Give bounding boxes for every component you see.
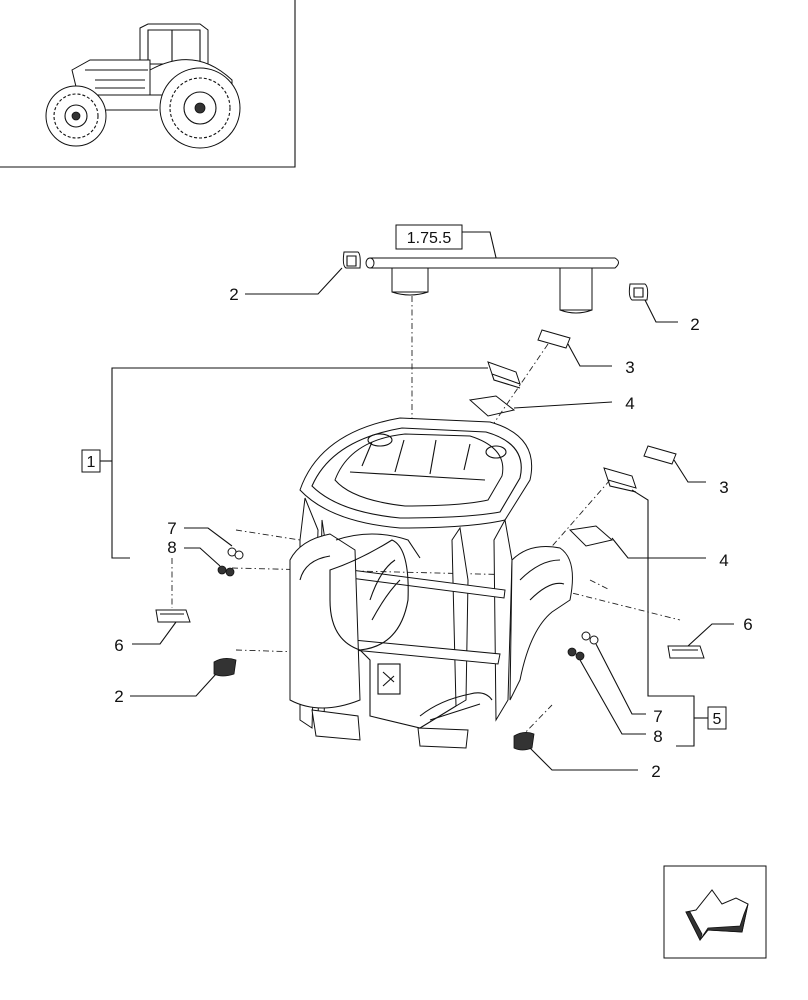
callout-2-bottom-right: 2 xyxy=(651,762,660,781)
callout-2-mid-left: 2 xyxy=(114,687,123,706)
callout-6-left: 6 xyxy=(114,636,123,655)
reference-box-1-75-5 xyxy=(395,224,463,250)
washer-nut-right xyxy=(567,631,599,661)
reflector-right xyxy=(667,645,705,659)
lamp-lower xyxy=(643,445,677,465)
callout-4-upper: 4 xyxy=(625,394,634,413)
handrail-assembly: 1.75.5 xyxy=(365,224,619,314)
pad-bottom-right xyxy=(513,732,535,751)
reference-label-5: 5 xyxy=(713,711,722,728)
reference-box-5 xyxy=(707,706,727,730)
reference-label-1-75-5: 1.75.5 xyxy=(407,230,452,247)
reference-label-1: 1 xyxy=(87,454,96,471)
callout-2-top-left: 2 xyxy=(229,285,238,304)
callout-3-lower: 3 xyxy=(719,478,728,497)
pad-top-right xyxy=(628,283,649,301)
callout-7-left: 7 xyxy=(167,519,176,538)
callout-2-top-right: 2 xyxy=(690,315,699,334)
lamp-holder-upper xyxy=(487,361,521,389)
tractor-thumbnail xyxy=(0,0,296,168)
callout-7-right: 7 xyxy=(653,707,662,726)
callout-4-lower: 4 xyxy=(719,551,728,570)
washer-nut-left xyxy=(217,547,244,577)
callout-3-upper: 3 xyxy=(625,358,634,377)
reflector-left xyxy=(155,609,191,623)
callout-8-right: 8 xyxy=(653,727,662,746)
cab-frame xyxy=(289,417,573,749)
lamp-holder-lower xyxy=(603,467,637,493)
pad-mid-left xyxy=(213,658,237,677)
callout-6-right: 6 xyxy=(743,615,752,634)
bracket-upper xyxy=(468,395,516,417)
tractor-icon xyxy=(45,23,241,149)
callout-8-left: 8 xyxy=(167,538,176,557)
arrow-left-down-icon[interactable] xyxy=(663,865,767,959)
pad-top-left xyxy=(342,251,361,269)
bracket-lower xyxy=(568,525,614,547)
lamp-upper xyxy=(537,329,571,349)
